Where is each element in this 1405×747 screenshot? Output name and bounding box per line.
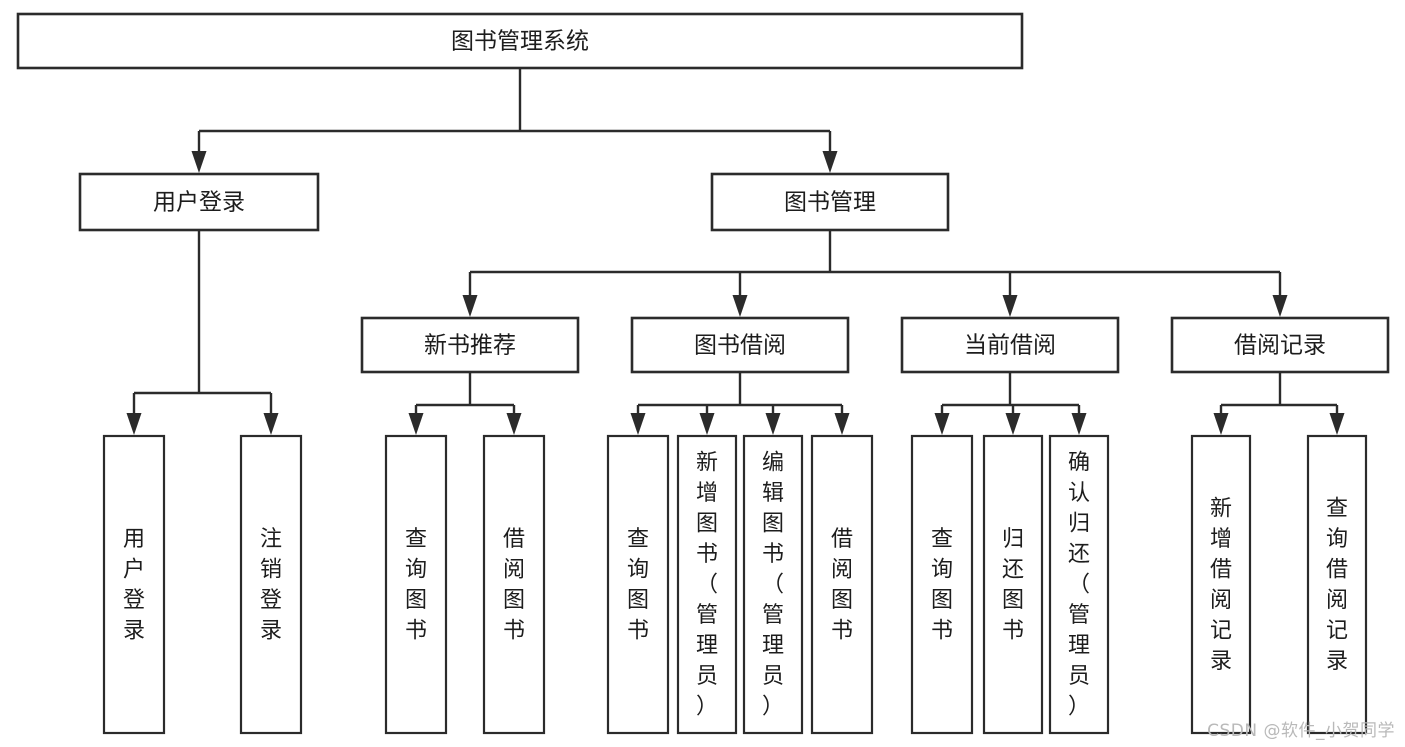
node-leaf-edit-book[interactable]: 编辑图书（管理员）: [742, 434, 804, 735]
node-box: [482, 434, 546, 735]
node-label: 确认归还（管理员）: [1068, 451, 1090, 720]
node-box: [982, 434, 1044, 735]
node-root[interactable]: 图书管理系统: [16, 12, 1024, 70]
edge-arrowhead: [506, 413, 522, 435]
node-box: [676, 434, 738, 735]
edge-arrowhead: [408, 413, 424, 435]
node-box: [239, 434, 303, 735]
edge-arrowhead: [732, 295, 748, 317]
node-box: [102, 434, 166, 735]
node-user-login[interactable]: 用户登录: [78, 172, 320, 232]
node-box: [1306, 434, 1368, 735]
edge-arrowhead: [1329, 413, 1345, 435]
node-label: 查询借阅记录: [1326, 496, 1348, 674]
node-label: 新增图书（管理员）: [696, 451, 718, 720]
node-leaf-borrow-book-1[interactable]: 借阅图书: [482, 434, 546, 735]
node-box: [16, 12, 1024, 70]
node-leaf-query-book-3[interactable]: 查询图书: [910, 434, 974, 735]
node-label: 图书管理: [784, 190, 876, 216]
node-box: [606, 434, 670, 735]
node-label: 新书推荐: [424, 333, 516, 359]
node-box: [810, 434, 874, 735]
edge-layer: [126, 68, 1345, 435]
node-book-borrow[interactable]: 图书借阅: [630, 316, 850, 374]
node-current-borrow[interactable]: 当前借阅: [900, 316, 1120, 374]
node-leaf-user-login[interactable]: 用户登录: [102, 434, 166, 735]
node-label: 用户登录: [123, 527, 145, 644]
node-box: [78, 172, 320, 232]
edge-arrowhead: [1213, 413, 1229, 435]
node-box: [710, 172, 950, 232]
node-box: [910, 434, 974, 735]
edge-arrowhead: [1071, 413, 1087, 435]
node-label: 查询图书: [931, 527, 953, 644]
edge-arrowhead: [765, 413, 781, 435]
node-label: 新增借阅记录: [1210, 496, 1232, 674]
node-label: 注销登录: [260, 527, 282, 644]
edge-arrowhead: [191, 151, 207, 173]
node-box: [1170, 316, 1390, 374]
node-label: 图书管理系统: [451, 29, 589, 55]
node-box: [900, 316, 1120, 374]
node-leaf-user-logout[interactable]: 注销登录: [239, 434, 303, 735]
node-leaf-query-book-1[interactable]: 查询图书: [384, 434, 448, 735]
node-leaf-return-book[interactable]: 归还图书: [982, 434, 1044, 735]
node-borrow-record[interactable]: 借阅记录: [1170, 316, 1390, 374]
node-leaf-add-record[interactable]: 新增借阅记录: [1190, 434, 1252, 735]
node-box: [742, 434, 804, 735]
node-leaf-borrow-book-2[interactable]: 借阅图书: [810, 434, 874, 735]
node-label: 归还图书: [1002, 527, 1024, 644]
node-new-book-rec[interactable]: 新书推荐: [360, 316, 580, 374]
node-box: [1190, 434, 1252, 735]
watermark-label: CSDN @软件_小贺同学: [1207, 721, 1395, 741]
node-label: 查询图书: [627, 527, 649, 644]
node-label: 借阅记录: [1234, 333, 1326, 359]
node-leaf-query-book-2[interactable]: 查询图书: [606, 434, 670, 735]
edge-arrowhead: [934, 413, 950, 435]
node-label: 借阅图书: [503, 527, 525, 644]
node-label: 用户登录: [153, 190, 245, 216]
node-label: 查询图书: [405, 527, 427, 644]
node-box: [384, 434, 448, 735]
node-leaf-query-record[interactable]: 查询借阅记录: [1306, 434, 1368, 735]
edge-arrowhead: [1002, 295, 1018, 317]
node-label: 图书借阅: [694, 333, 786, 359]
edge-arrowhead: [1005, 413, 1021, 435]
edge-arrowhead: [126, 413, 142, 435]
edge-arrowhead: [630, 413, 646, 435]
edge-arrowhead: [822, 151, 838, 173]
edge-arrowhead: [699, 413, 715, 435]
node-book-manage[interactable]: 图书管理: [710, 172, 950, 232]
node-leaf-confirm-return[interactable]: 确认归还（管理员）: [1048, 434, 1110, 735]
edge-arrowhead: [1272, 295, 1288, 317]
edge-arrowhead: [263, 413, 279, 435]
node-leaf-add-book[interactable]: 新增图书（管理员）: [676, 434, 738, 735]
edge-arrowhead: [462, 295, 478, 317]
node-layer: 图书管理系统用户登录图书管理新书推荐图书借阅当前借阅借阅记录用户登录注销登录查询…: [16, 12, 1390, 735]
node-box: [630, 316, 850, 374]
node-label: 当前借阅: [964, 333, 1056, 359]
node-label: 编辑图书（管理员）: [762, 451, 784, 720]
node-box: [360, 316, 580, 374]
edge-arrowhead: [834, 413, 850, 435]
node-box: [1048, 434, 1110, 735]
node-label: 借阅图书: [831, 527, 853, 644]
